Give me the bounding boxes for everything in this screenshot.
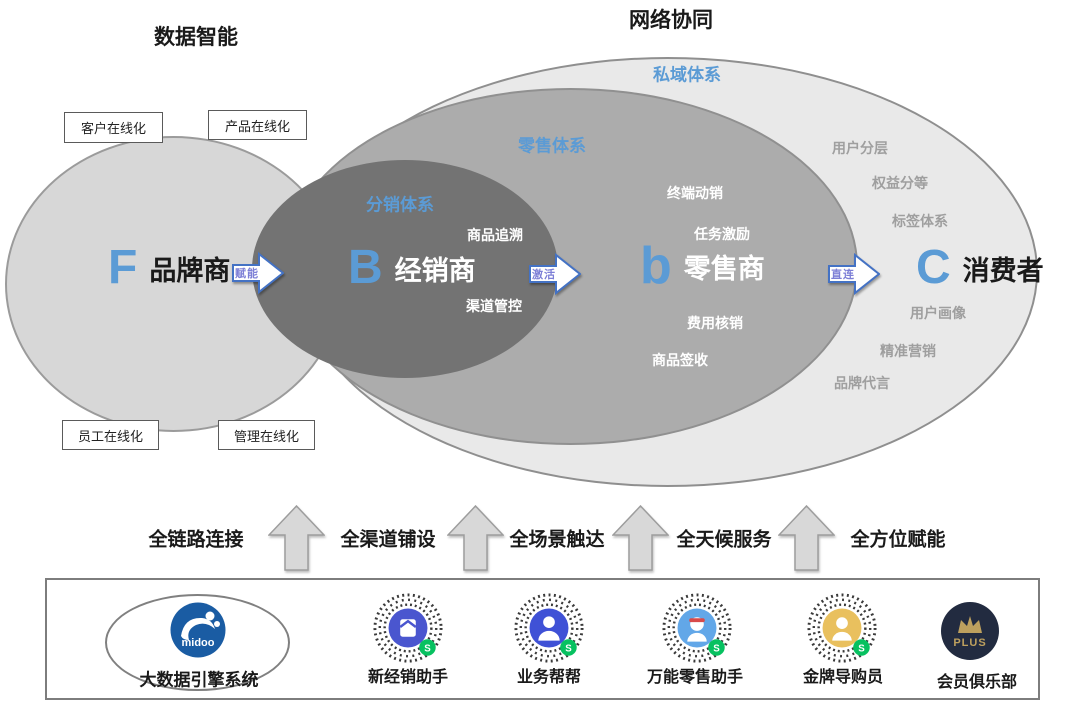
label-precision-marketing: 精准营销 [880,343,936,359]
label-brand-endorsement: 品牌代言 [834,375,890,391]
app-label-business-help: 业务帮帮 [516,669,582,686]
mini-program-qr-icon: S [662,593,732,663]
entity-distributor-name: 经销商 [394,255,476,286]
label-distribution-system: 分销体系 [366,195,434,215]
mini-program-qr-icon: S [807,593,877,663]
entity-consumer: C 消费者 [916,244,1044,292]
label-retail-system: 零售体系 [518,136,586,156]
mini-program-qr-icon: S [373,593,443,663]
label-channel-control: 渠道管控 [466,298,522,314]
qr-code-gold-shopping-guide: S [806,592,878,664]
flow-arrow-empower-label: 赋能 [235,268,259,280]
up-arrow-icon [611,504,670,571]
entity-retailer-letter: b [640,237,672,295]
app-label-member-club: 会员俱乐部 [936,674,1018,691]
svg-text:S: S [565,643,572,654]
distribution-ellipse [252,160,558,378]
qr-code-retail-assistant: S [661,592,733,664]
label-product-trace: 商品追溯 [467,227,523,243]
flow-arrow-empower: 赋能 [232,251,285,295]
right-block-arrow-icon [828,252,881,296]
box-product-online: 产品在线化 [208,110,307,140]
svg-text:S: S [713,643,720,654]
entity-brand: F 品牌商 [108,244,230,292]
mini-program-badge [708,639,725,656]
entity-brand-name: 品牌商 [149,255,231,286]
capability-full-channel: 全渠道铺设 [340,529,436,551]
qr-code-distributor-assistant: S [372,592,444,664]
app-label-gold-shopping-guide: 金牌导购员 [802,669,884,686]
label-benefit-grading: 权益分等 [872,175,928,191]
big-data-engine: midoo 大数据引擎系统 [105,594,290,691]
svg-text:S: S [858,643,865,654]
mini-program-badge [419,639,436,656]
box-employee-online: 员工在线化 [62,420,159,450]
label-tag-system: 标签体系 [892,213,948,229]
right-block-arrow-icon [529,252,582,296]
entity-consumer-name: 消费者 [962,255,1044,286]
entity-retailer: b 零售商 [640,240,765,292]
up-arrow-icon [446,504,505,571]
label-goods-receipt: 商品签收 [652,352,708,368]
flow-arrow-direct-connect: 直连 [828,252,881,296]
club-plus-text: PLUS [953,637,986,649]
capability-all-round: 全方位赋能 [850,529,946,551]
crown-plus-icon: PLUS [941,602,999,660]
app-label-big-data-engine: 大数据引擎系统 [139,670,259,690]
capability-full-link: 全链路连接 [148,529,244,551]
midoo-logo-text: midoo [182,637,215,649]
mini-program-badge [560,639,577,656]
label-user-tiering: 用户分层 [832,140,888,156]
capability-full-scene: 全场景触达 [509,529,605,551]
flow-arrow-activate: 激活 [529,252,582,296]
entity-distributor-letter: B [348,241,383,294]
app-label-distributor-assistant: 新经销助手 [367,669,449,686]
box-customer-online: 客户在线化 [64,112,163,143]
label-private-domain-system: 私域体系 [653,65,721,85]
label-user-profile: 用户画像 [910,305,966,321]
box-management-online: 管理在线化 [218,420,315,450]
entity-retailer-name: 零售商 [683,253,765,284]
up-arrow-icon [267,504,326,571]
up-arrow-icon [777,504,836,571]
mini-program-badge [853,639,870,656]
entity-distributor: B 经销商 [348,244,476,292]
right-block-arrow-icon [232,251,285,295]
member-club-icon: PLUS [940,601,1000,666]
label-terminal-sales: 终端动销 [667,185,723,201]
label-task-incentive: 任务激励 [694,226,750,242]
entity-brand-letter: F [108,241,138,294]
apps-panel: midoo 大数据引擎系统 S 新经销助手 [45,578,1040,700]
entity-consumer-letter: C [916,241,951,294]
capability-all-weather: 全天候服务 [676,529,772,551]
app-label-retail-assistant: 万能零售助手 [646,669,744,686]
mini-program-qr-icon: S [514,593,584,663]
flow-arrow-activate-label: 激活 [532,269,556,281]
title-data-intelligence: 数据智能 [154,26,238,49]
midoo-logo-icon: midoo [170,602,226,658]
flow-arrow-direct-connect-label: 直连 [831,269,855,281]
svg-text:S: S [424,643,431,654]
label-expense-audit: 费用核销 [687,315,743,331]
qr-code-business-help: S [513,592,585,664]
title-network-synergy: 网络协同 [629,9,713,32]
